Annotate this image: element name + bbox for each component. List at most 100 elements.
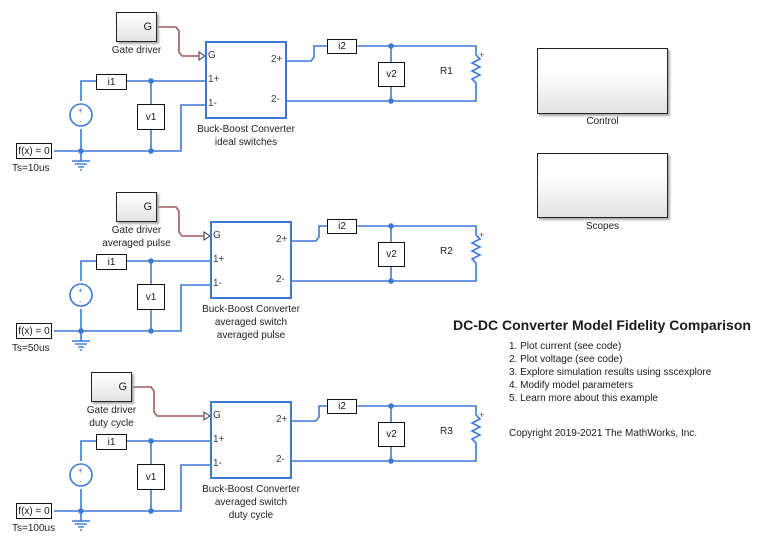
model-title: DC-DC Converter Model Fidelity Compariso… bbox=[453, 317, 751, 333]
plus-sign: + bbox=[479, 410, 484, 420]
junction-dot bbox=[148, 508, 154, 514]
minus-sign: - bbox=[79, 117, 82, 126]
converter-label-line: averaged switch bbox=[214, 497, 288, 508]
current-sensor-i1[interactable]: i1 bbox=[96, 254, 127, 270]
voltage-sensor-v2[interactable]: v2 bbox=[378, 62, 405, 87]
wire-return bbox=[54, 464, 210, 512]
gate-signal-line bbox=[156, 26, 199, 57]
solver-configuration-block[interactable]: f(x) = 0 bbox=[16, 503, 52, 519]
solver-configuration-block[interactable]: f(x) = 0 bbox=[16, 323, 52, 339]
wire-i2-to-load bbox=[357, 225, 477, 235]
wire-return bbox=[54, 104, 205, 152]
junction-dot bbox=[78, 148, 84, 154]
wire-return-load bbox=[292, 448, 477, 462]
current-sensor-i2[interactable]: i2 bbox=[327, 399, 357, 414]
plus-sign: + bbox=[78, 106, 83, 115]
port-1minus-label: 1- bbox=[208, 98, 217, 109]
voltage-sensor-v1[interactable]: v1 bbox=[137, 284, 165, 310]
link-plot-voltage[interactable]: 2. Plot voltage (see code) bbox=[509, 354, 623, 365]
gate-driver-block[interactable]: G bbox=[91, 372, 132, 402]
link-modify-parameters[interactable]: 4. Modify model parameters bbox=[509, 380, 633, 391]
port-2plus-label: 2+ bbox=[276, 414, 288, 425]
port-1plus-label: 1+ bbox=[208, 74, 220, 85]
scopes-subsystem[interactable] bbox=[537, 153, 668, 218]
port-1plus-label: 1+ bbox=[213, 254, 225, 265]
resistor-icon bbox=[470, 234, 482, 268]
dc-voltage-source-icon bbox=[69, 463, 93, 487]
buck-boost-converter-block[interactable] bbox=[205, 41, 287, 119]
wire-return-load bbox=[292, 268, 477, 282]
junction-dot bbox=[148, 328, 154, 334]
buck-boost-converter-block[interactable] bbox=[210, 221, 292, 299]
minus-sign: - bbox=[79, 477, 82, 486]
buck-boost-converter-block[interactable] bbox=[210, 401, 292, 479]
port-2minus-label: 2- bbox=[271, 94, 280, 105]
junction-dot bbox=[148, 258, 154, 264]
resistor-icon bbox=[470, 54, 482, 88]
gate-port-arrow-icon bbox=[203, 411, 211, 421]
gate-port-arrow-icon bbox=[198, 51, 206, 61]
voltage-sensor-v1[interactable]: v1 bbox=[137, 464, 165, 490]
control-subsystem[interactable] bbox=[537, 48, 668, 114]
converter-label-line: Buck-Boost Converter bbox=[202, 304, 300, 315]
converter-label-line: duty cycle bbox=[228, 510, 274, 521]
wire-source-top bbox=[80, 80, 96, 101]
sample-time-label: Ts=10us bbox=[12, 163, 50, 174]
wire-converter-to-i2 bbox=[292, 405, 327, 422]
control-label: Control bbox=[586, 116, 619, 127]
converter-label-line: averaged pulse bbox=[216, 330, 286, 341]
junction-dot bbox=[388, 458, 394, 464]
link-learn-more[interactable]: 5. Learn more about this example bbox=[509, 393, 658, 404]
resistor-icon bbox=[470, 414, 482, 448]
wire-return-load bbox=[287, 88, 477, 102]
plus-sign: + bbox=[78, 286, 83, 295]
junction-dot bbox=[78, 508, 84, 514]
gate-driver-block[interactable]: G bbox=[116, 12, 157, 42]
current-sensor-i2[interactable]: i2 bbox=[327, 39, 357, 54]
junction-dot bbox=[388, 43, 394, 49]
wire-source-top bbox=[80, 440, 96, 461]
junction-dot bbox=[148, 148, 154, 154]
gate-driver-block[interactable]: G bbox=[116, 192, 157, 222]
port-g-label: G bbox=[213, 410, 221, 421]
junction-dot bbox=[388, 278, 394, 284]
sample-time-label: Ts=50us bbox=[12, 343, 50, 354]
dc-voltage-source-icon bbox=[69, 283, 93, 307]
port-1minus-label: 1- bbox=[213, 278, 222, 289]
minus-sign: - bbox=[79, 297, 82, 306]
converter-label: Buck-Boost Converter averaged switch duty … bbox=[190, 483, 312, 522]
current-sensor-i1[interactable]: i1 bbox=[96, 434, 127, 450]
current-sensor-i1[interactable]: i1 bbox=[96, 74, 127, 90]
junction-dot bbox=[148, 78, 154, 84]
gate-signal-line bbox=[156, 206, 204, 237]
solver-configuration-block[interactable]: f(x) = 0 bbox=[16, 143, 52, 159]
sample-time-label: Ts=100us bbox=[12, 523, 56, 534]
plus-sign: + bbox=[479, 50, 484, 60]
current-sensor-i2[interactable]: i2 bbox=[327, 219, 357, 234]
converter-label-line: Buck-Boost Converter bbox=[197, 124, 295, 135]
wire-converter-to-i2 bbox=[292, 225, 327, 242]
link-explore-results[interactable]: 3. Explore simulation results using ssce… bbox=[509, 367, 712, 378]
voltage-sensor-v2[interactable]: v2 bbox=[378, 242, 405, 267]
port-1plus-label: 1+ bbox=[213, 434, 225, 445]
wire-i2-to-load bbox=[357, 45, 477, 55]
converter-label-line: ideal switches bbox=[214, 137, 278, 148]
wire-i2-to-load bbox=[357, 405, 477, 415]
wire-converter-to-i2 bbox=[287, 45, 327, 62]
gate-signal-line bbox=[131, 386, 204, 417]
link-plot-current[interactable]: 1. Plot current (see code) bbox=[509, 341, 622, 352]
gate-port-arrow-icon bbox=[203, 231, 211, 241]
port-g-label: G bbox=[208, 50, 216, 61]
gate-driver-label: Gate driver bbox=[86, 44, 187, 57]
wire-source-top bbox=[80, 260, 96, 281]
load-resistor-label: R1 bbox=[440, 66, 453, 77]
voltage-sensor-v1[interactable]: v1 bbox=[137, 104, 165, 130]
converter-label-line: Buck-Boost Converter bbox=[202, 484, 300, 495]
gate-driver-label-line: averaged pulse bbox=[102, 238, 171, 249]
voltage-sensor-v2[interactable]: v2 bbox=[378, 422, 405, 447]
port-2minus-label: 2- bbox=[276, 454, 285, 465]
port-g-label: G bbox=[213, 230, 221, 241]
port-2plus-label: 2+ bbox=[276, 234, 288, 245]
junction-dot bbox=[78, 328, 84, 334]
